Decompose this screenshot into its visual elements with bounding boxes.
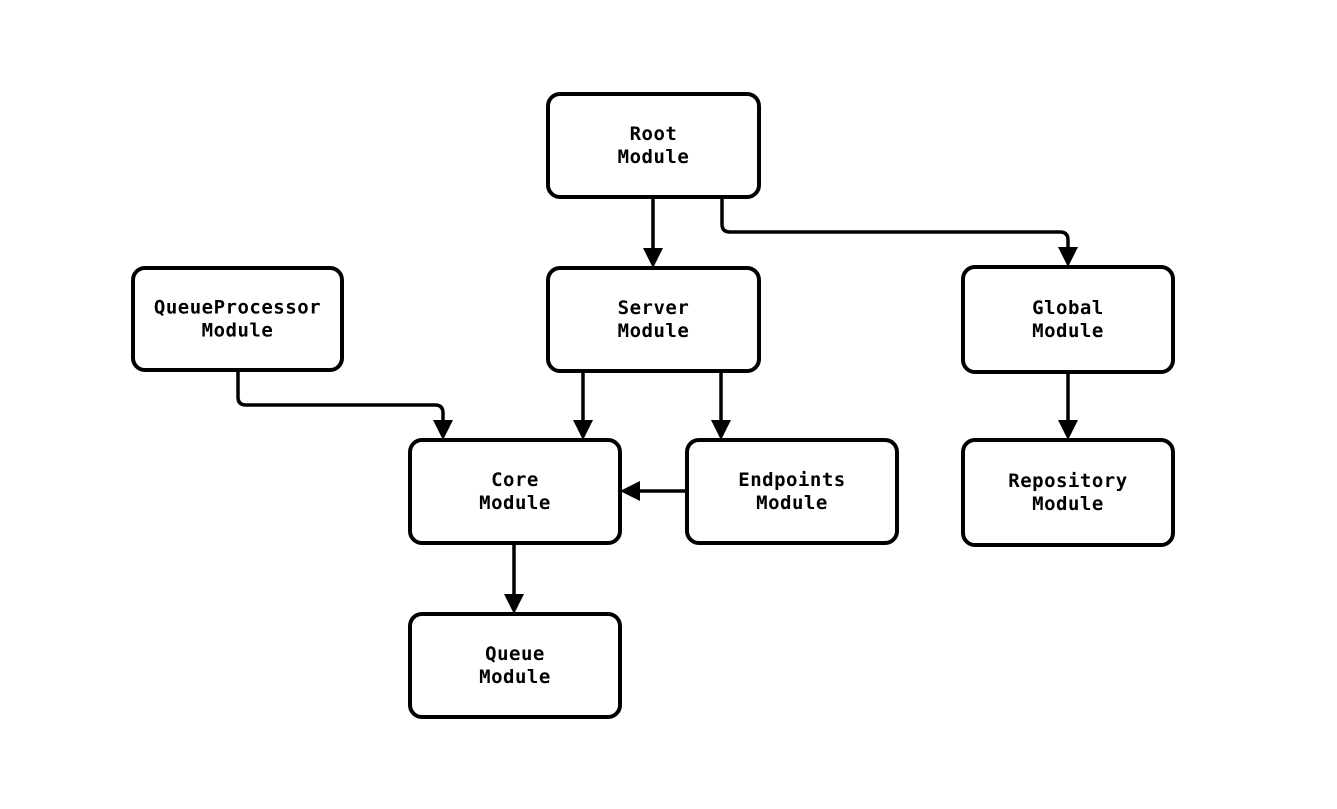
node-label-line2: Module [618, 320, 690, 342]
node-label-line1: Global [1032, 297, 1104, 319]
node-label-line2: Module [479, 666, 551, 688]
node-label-line2: Module [202, 320, 274, 342]
node-label-line1: Core [491, 469, 539, 491]
edge-endpoints-to-core [620, 481, 687, 501]
edge-root-to-global [720, 197, 1078, 267]
arrowhead-icon [620, 481, 640, 501]
node-label-line1: Repository [1008, 470, 1127, 492]
edge-server-to-core [573, 371, 593, 440]
node-box[interactable] [685, 438, 899, 545]
edges-layer [236, 197, 1078, 614]
node-label-line1: Server [618, 297, 690, 319]
edge-line [720, 197, 1070, 251]
arrowhead-icon [643, 248, 663, 268]
node-label-line2: Module [618, 146, 690, 168]
node-box[interactable] [408, 438, 622, 545]
edge-line [236, 370, 445, 424]
node-box[interactable] [961, 265, 1175, 374]
edge-queueprocessor-to-core [236, 370, 453, 440]
node-label-line1: QueueProcessor [154, 297, 321, 319]
node-label-line1: Queue [485, 643, 545, 665]
node-box[interactable] [961, 438, 1175, 547]
node-label-line1: Endpoints [738, 469, 845, 491]
edge-global-to-repository [1058, 372, 1078, 440]
node-label-line2: Module [479, 492, 551, 514]
arrowhead-icon [1058, 247, 1078, 267]
arrowhead-icon [573, 420, 593, 440]
node-label-line1: Root [630, 123, 678, 145]
edge-server-to-endpoints [711, 371, 731, 440]
arrowhead-icon [433, 420, 453, 440]
node-box[interactable] [546, 266, 761, 373]
edge-root-to-server [643, 197, 663, 268]
nodes-layer: RootModuleQueueProcessorModuleServerModu… [131, 92, 1175, 719]
node-box[interactable] [131, 266, 344, 372]
arrowhead-icon [711, 420, 731, 440]
arrowhead-icon [504, 594, 524, 614]
node-label-line2: Module [1032, 493, 1104, 515]
node-label-line2: Module [1032, 320, 1104, 342]
node-box[interactable] [546, 92, 761, 199]
arrowhead-icon [1058, 420, 1078, 440]
edge-core-to-queue [504, 543, 524, 614]
node-box[interactable] [408, 612, 622, 719]
node-label-line2: Module [756, 492, 828, 514]
